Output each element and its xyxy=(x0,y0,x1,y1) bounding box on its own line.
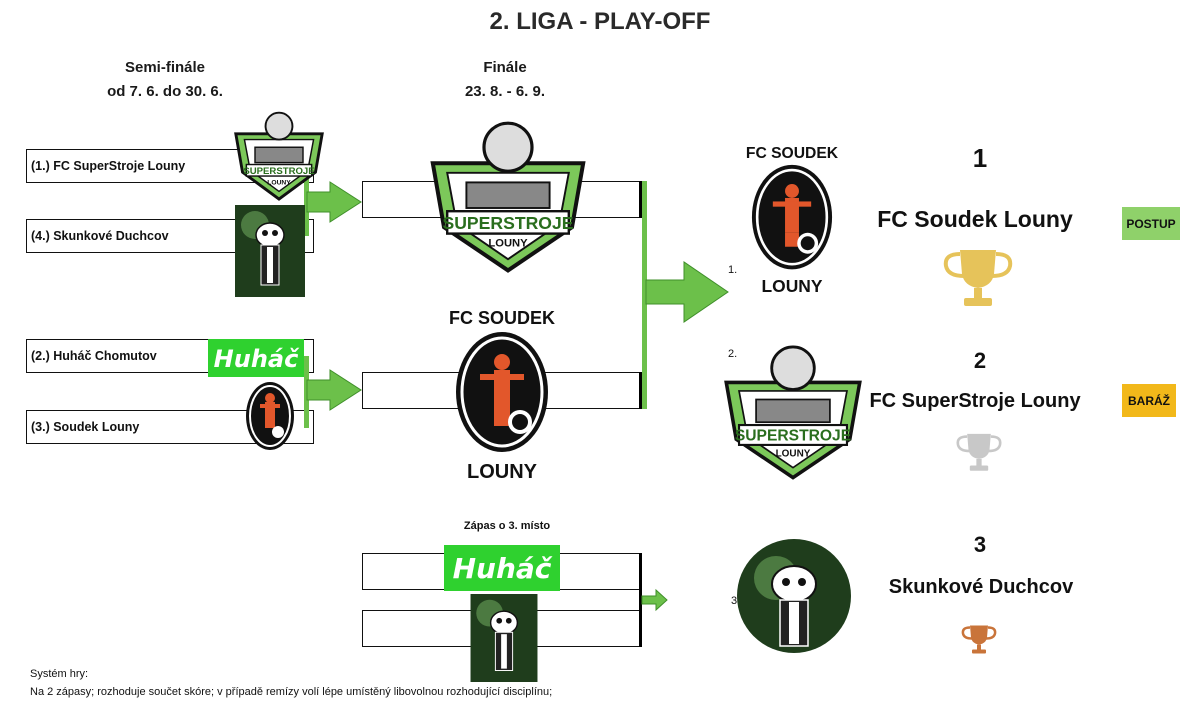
skunk-image-semifinal xyxy=(235,205,305,297)
arrow-semifinal-a xyxy=(306,181,362,223)
superstroje-small-sub: LOUNY xyxy=(267,180,291,187)
soudek-final-top: FC SOUDEK xyxy=(449,308,555,328)
superstroje-small-text: SUPERSTROJE xyxy=(243,166,315,177)
team-2: FC SuperStroje Louny xyxy=(869,390,1081,412)
soudek-winner-top: FC SOUDEK xyxy=(746,145,839,162)
superstroje-logo-small: SUPERSTROJE LOUNY xyxy=(234,111,324,201)
final-header: Finále 23. 8. - 6. 9. xyxy=(430,56,580,104)
soudek-winner-bottom: LOUNY xyxy=(762,276,823,296)
semifinal-header: Semi-finále od 7. 6. do 30. 6. xyxy=(100,56,230,104)
arrow-third-place xyxy=(641,588,668,612)
superstroje-final-text: SUPERSTROJE xyxy=(442,213,573,233)
huhac-third-text: Huháč xyxy=(453,552,553,585)
final-dates: 23. 8. - 6. 9. xyxy=(464,83,546,100)
soudek-final-bottom: LOUNY xyxy=(467,461,538,483)
footer-line-2: Na 2 zápasy; rozhoduje součet skóre; v p… xyxy=(30,686,553,698)
arrow-semifinal-b xyxy=(306,369,362,411)
semifinal-label: Semi-finále xyxy=(124,59,206,76)
soudek-logo-winner: FC SOUDEK LOUNY xyxy=(746,145,839,296)
team-1: FC Soudek Louny xyxy=(877,206,1073,232)
final-connector xyxy=(642,181,647,409)
rank-1: 1 xyxy=(972,143,988,173)
huhac-logo-small: Huháč xyxy=(208,339,304,377)
team-3: Skunkové Duchcov xyxy=(888,576,1074,598)
place-label-2: 2. xyxy=(728,348,738,360)
superstroje-runnerup-sub: LOUNY xyxy=(776,448,811,459)
third-place-connector xyxy=(639,553,642,647)
arrow-final xyxy=(645,261,729,323)
huhac-logo-third: Huháč xyxy=(444,545,560,591)
final-label: Finále xyxy=(483,59,527,76)
semifinal-dates: od 7. 6. do 30. 6. xyxy=(107,83,223,100)
page-title: 2. LIGA - PLAY-OFF xyxy=(489,8,711,35)
badge-baraz: BARÁŽ xyxy=(1122,384,1176,417)
superstroje-logo-final: SUPERSTROJE LOUNY xyxy=(430,121,586,273)
rank-3: 3 xyxy=(973,532,987,557)
huhac-small-text: Huháč xyxy=(214,345,300,373)
soudek-logo-final: FC SOUDEK LOUNY xyxy=(449,308,555,483)
skunk-logo-third xyxy=(737,539,851,653)
final-slot-1-end xyxy=(639,181,642,218)
bronze-trophy-icon xyxy=(961,625,997,654)
skunk-image-third xyxy=(470,594,538,682)
place-label-3: 3 xyxy=(731,595,738,607)
superstroje-final-sub: LOUNY xyxy=(488,237,528,249)
badge-postup: POSTUP xyxy=(1122,207,1180,240)
superstroje-runnerup-text: SUPERSTROJE xyxy=(735,428,851,445)
silver-trophy-icon xyxy=(956,433,1002,471)
footer-line-1: Systém hry: xyxy=(30,668,89,680)
gold-trophy-icon xyxy=(943,250,1013,306)
third-place-label: Zápas o 3. místo xyxy=(463,520,551,532)
place-label-1: 1. xyxy=(728,264,738,276)
superstroje-logo-runnerup: SUPERSTROJE LOUNY xyxy=(724,345,862,480)
soudek-logo-small xyxy=(246,382,294,450)
final-slot-2-end xyxy=(639,372,642,409)
rank-2: 2 xyxy=(973,348,987,373)
